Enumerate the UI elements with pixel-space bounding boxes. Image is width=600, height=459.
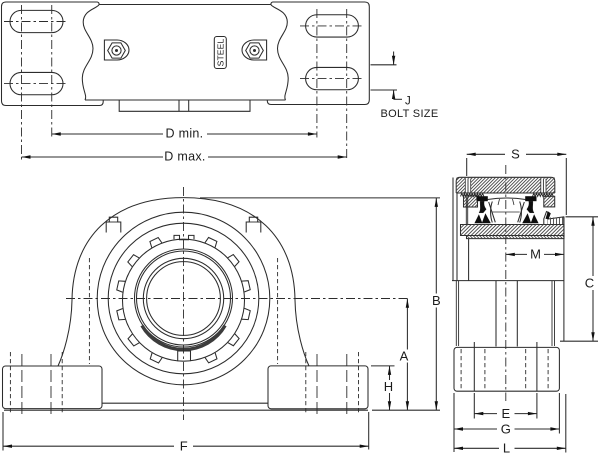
svg-text:B: B [432, 293, 441, 308]
svg-text:S: S [511, 147, 520, 162]
svg-text:H: H [384, 379, 393, 394]
svg-text:M: M [530, 247, 541, 262]
svg-text:D max.: D max. [164, 150, 205, 164]
svg-text:A: A [400, 349, 409, 364]
svg-text:G: G [501, 421, 511, 436]
svg-text:STEEL: STEEL [215, 39, 225, 67]
svg-text:C: C [585, 276, 594, 291]
svg-text:L: L [503, 441, 510, 456]
svg-text:E: E [501, 406, 510, 421]
svg-text:J: J [405, 96, 411, 108]
svg-text:BOLT SIZE: BOLT SIZE [381, 108, 439, 120]
svg-text:F: F [180, 439, 188, 454]
svg-text:D min.: D min. [166, 127, 204, 141]
